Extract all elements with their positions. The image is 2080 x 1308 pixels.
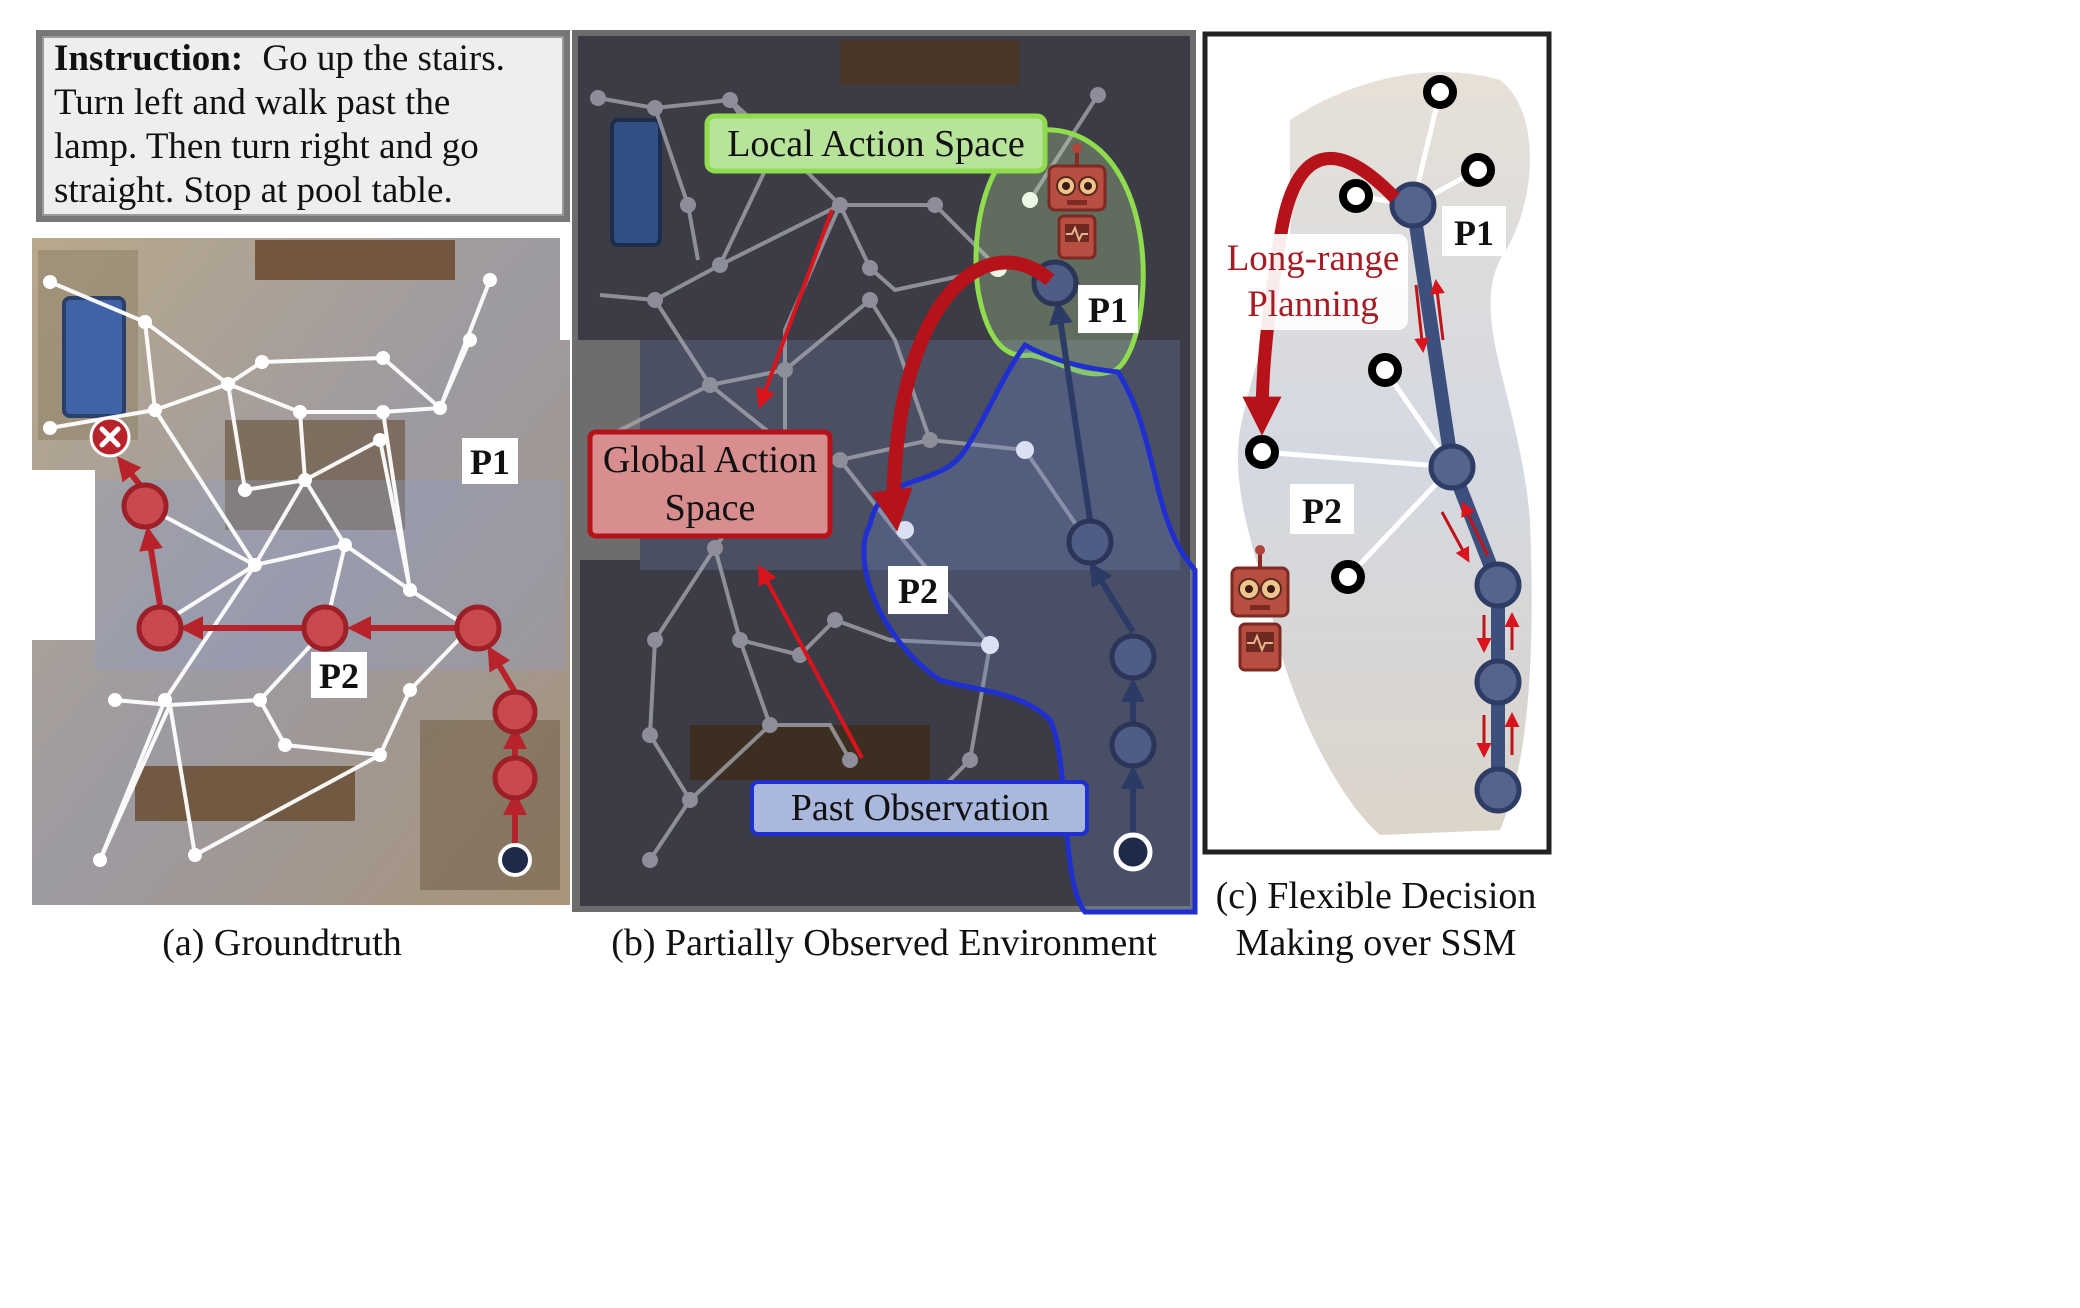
panel-a: Instruction: Go up the stairs. Turn left…: [32, 30, 570, 964]
long-range-label-line1: Long-range: [1227, 238, 1400, 279]
long-range-label-line2: Planning: [1247, 284, 1379, 325]
floorplan-a: [32, 238, 570, 905]
local-action-label: Local Action Space: [727, 123, 1025, 165]
global-action-label-line2: Space: [665, 487, 756, 529]
p2-label-bg-c: [1290, 484, 1354, 534]
panel-c: Long-range Planning P1 P2 (c) Flexible D…: [1202, 31, 1552, 964]
p1-label-a: P1: [470, 442, 510, 482]
caption-a: (a) Groundtruth: [162, 922, 402, 964]
p1-label-bg-b: [1078, 285, 1138, 333]
instruction-line-4: straight. Stop at pool table.: [54, 170, 453, 211]
ssm-chain: [1389, 181, 1522, 814]
jump-arrow: [870, 255, 1055, 532]
pool-table-a: [62, 296, 126, 418]
close-icon: [99, 426, 121, 448]
p1-label-b: P1: [1088, 290, 1128, 330]
local-action-label-box: [704, 113, 1048, 174]
caption-c-line2: Making over SSM: [1236, 922, 1517, 964]
instruction-line-2: Turn left and walk past the: [54, 82, 450, 123]
observed-node: [1109, 633, 1157, 681]
robot-icon: [1230, 545, 1290, 672]
p2-label-a: P2: [319, 656, 359, 696]
past-observation-label: Past Observation: [791, 787, 1050, 829]
instruction-line-3: lamp. Then turn right and go: [54, 126, 479, 167]
instruction-prefix: Instruction:: [54, 38, 243, 79]
nav-nodes-a: [43, 273, 497, 867]
gt-node: [121, 482, 169, 530]
p2-label-bg-b: [888, 566, 948, 614]
observed-path: [1031, 259, 1157, 872]
p1-label-bg-a: [462, 438, 518, 484]
p2-label-b: P2: [898, 571, 938, 611]
past-observation-label-box: [750, 780, 1089, 836]
gt-node: [492, 755, 538, 801]
local-pointer-arrow: [756, 209, 834, 409]
p2-label-c: P2: [1302, 491, 1342, 531]
observed-region: [861, 341, 1198, 915]
p2-label-bg-a: [311, 652, 367, 698]
gt-node: [136, 604, 184, 652]
gt-node: [454, 604, 502, 652]
svg-text:Instruction: Go up the: Instruction: Go up the stairs.: [54, 38, 505, 79]
instruction-line-1: Go up the stairs.: [262, 38, 505, 79]
caption-c-line1: (c) Flexible Decision: [1216, 875, 1537, 917]
p1-label-c: P1: [1454, 213, 1494, 253]
observed-node: [1109, 721, 1157, 769]
caption-b: (b) Partially Observed Environment: [611, 922, 1157, 964]
long-range-label-box: [1218, 234, 1408, 330]
global-action-label-box: [587, 429, 833, 539]
robot-icon: [1047, 143, 1107, 260]
p1-label-bg-c: [1442, 206, 1506, 256]
panel-b: Local Action Space Global Action Space P…: [572, 30, 1198, 964]
start-node-a: [498, 843, 532, 877]
instruction-box: Instruction: Go up the stairs. Turn left…: [36, 30, 570, 222]
global-action-label-line1: Global Action: [603, 439, 817, 481]
pool-table-b: [610, 118, 662, 247]
observed-node: [1066, 518, 1114, 566]
nav-nodes-c: [1245, 75, 1495, 594]
gt-node: [492, 689, 538, 735]
past-pointer-arrow: [758, 564, 864, 759]
groundtruth-path: [89, 416, 538, 877]
gt-node: [301, 604, 349, 652]
start-node-b: [1113, 832, 1153, 872]
